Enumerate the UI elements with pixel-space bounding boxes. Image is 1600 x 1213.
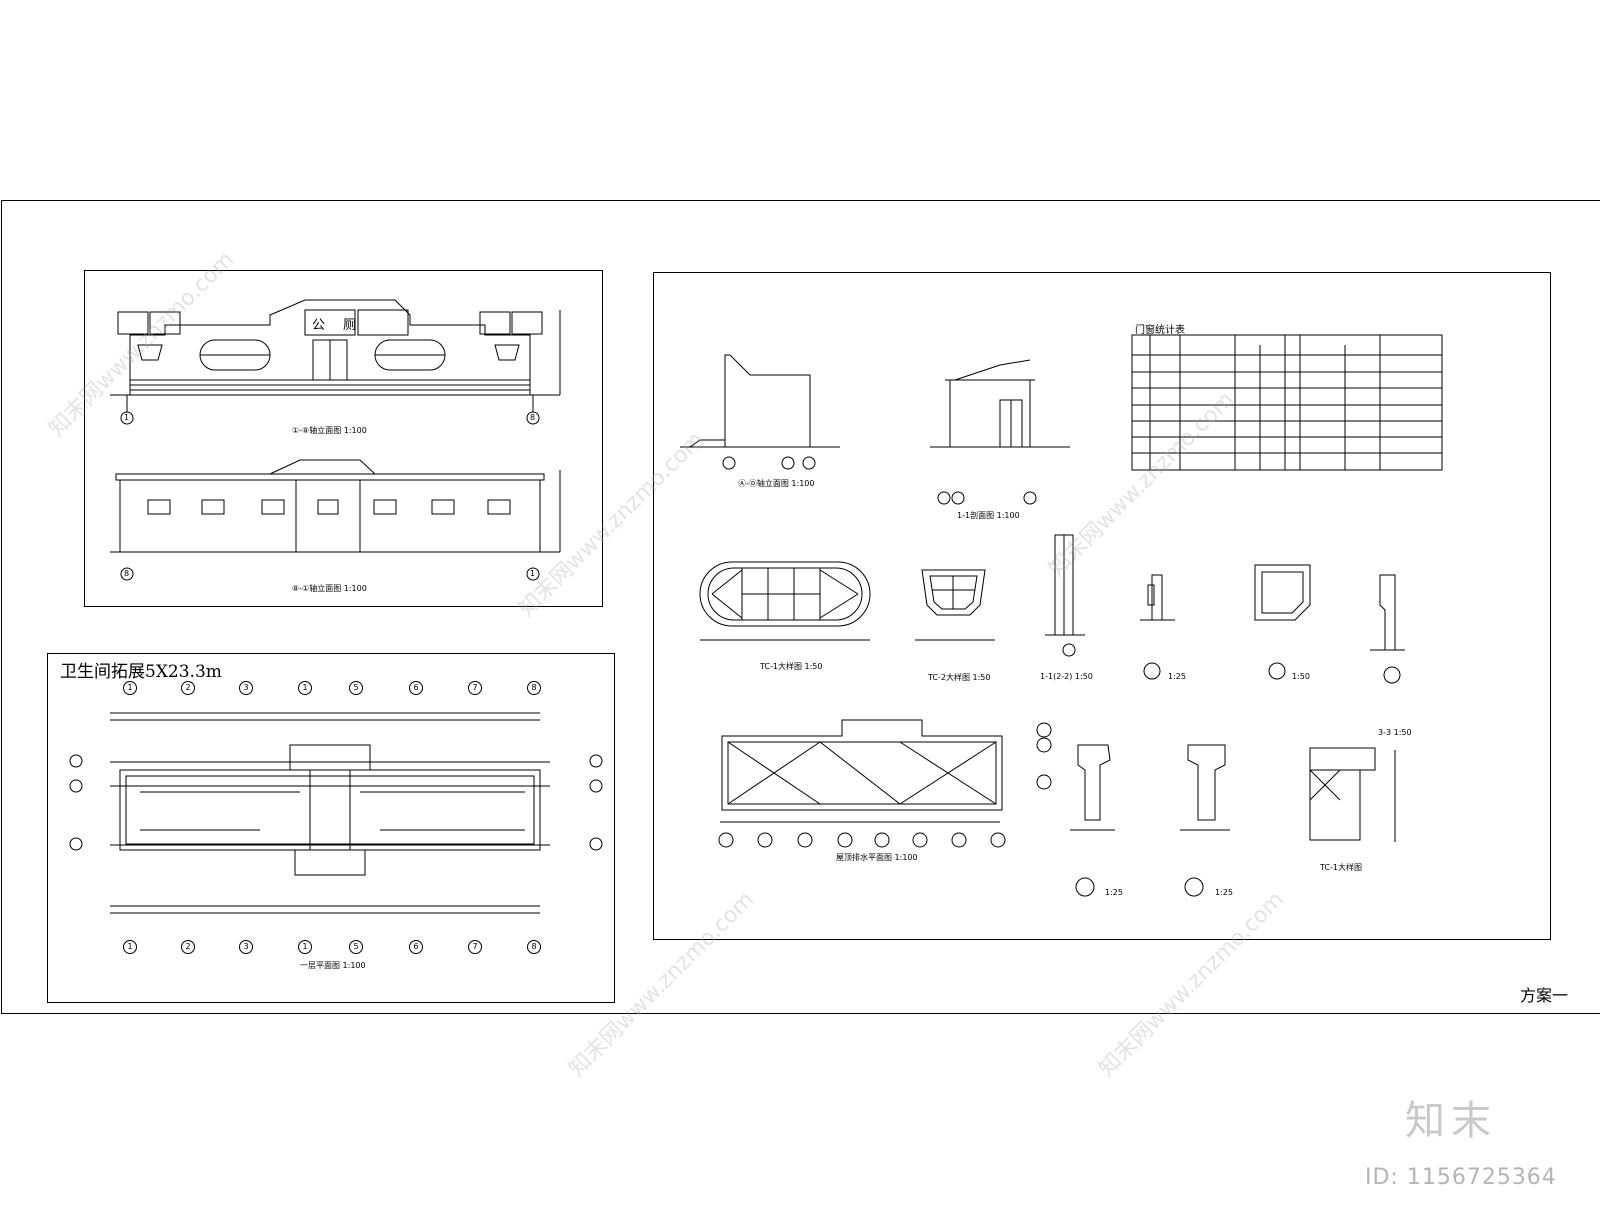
plan-grid-8-top: 8 — [527, 681, 541, 695]
caption-eave-detail-1: 1:25 — [1105, 888, 1123, 897]
detail-3 — [1140, 574, 1175, 680]
toilet-sign-char-1: 公 — [312, 318, 326, 333]
caption-detail-1: 1:50 — [1292, 672, 1310, 681]
section-detail-2-2 — [1045, 534, 1085, 657]
plan-grid-2-bottom: 2 — [181, 940, 195, 954]
caption-front-elevation: ①-⑧轴立面图 1:100 — [292, 426, 367, 435]
details-panel — [653, 272, 1551, 940]
plan-grid-4-bottom: 1 — [298, 940, 312, 954]
scheme-label: 方案一 — [1520, 986, 1569, 1005]
plan-grid-7-bottom: 7 — [468, 940, 482, 954]
plan-grid-6-top: 6 — [409, 681, 423, 695]
floor-plan — [69, 712, 603, 914]
brand-logo: 知末 — [1405, 1098, 1497, 1144]
caption-floor-plan: 一层平面图 1:100 — [300, 961, 366, 970]
grid-label-1-back: 1 — [530, 569, 536, 578]
drawing-frame — [1, 200, 1600, 1014]
caption-detail-3: 1:25 — [1168, 672, 1186, 681]
plan-grid-3-top: 3 — [239, 681, 253, 695]
roof-drainage-plan — [718, 719, 1052, 848]
plan-grid-8-bottom: 8 — [527, 940, 541, 954]
plan-title: 卫生间拓展5X23.3m — [60, 662, 222, 682]
window-tc2 — [915, 569, 995, 641]
caption-back-elevation: ⑧-①轴立面图 1:100 — [292, 584, 367, 593]
image-id: ID: 1156725364 — [1365, 1165, 1557, 1190]
plan-grid-2-top: 2 — [181, 681, 195, 695]
toilet-sign-char-2: 厕 — [343, 318, 357, 333]
caption-section-2-2: 1-1(2-2) 1:50 — [1040, 672, 1093, 681]
caption-eave-detail-2: 1:25 — [1215, 888, 1233, 897]
caption-side-elevation: Ⓐ-Ⓓ轴立面图 1:100 — [738, 479, 815, 488]
caption-roof-plan: 屋顶排水平面图 1:100 — [836, 853, 918, 862]
eave-details — [1070, 744, 1230, 897]
caption-detail-3-3: 3-3 1:50 — [1378, 728, 1412, 737]
caption-section: 1-1剖面图 1:100 — [957, 511, 1020, 520]
caption-window-tc2: TC-2大样图 1:50 — [928, 673, 991, 682]
grid-label-8-front: 8 — [530, 413, 536, 422]
plan-grid-7-top: 7 — [468, 681, 482, 695]
caption-window-tc1: TC-1大样图 1:50 — [760, 662, 823, 671]
plan-grid-5-bottom: 5 — [349, 940, 363, 954]
plan-grid-3-bottom: 3 — [239, 940, 253, 954]
back-elevation — [110, 459, 561, 581]
section-1-1 — [930, 359, 1070, 505]
caption-tc1-big: TC-1大样图 — [1320, 863, 1362, 872]
floor-plan-panel — [47, 653, 615, 1003]
grid-label-8-back: 8 — [124, 569, 130, 578]
plan-grid-1-bottom: 1 — [123, 940, 137, 954]
plan-grid-5-top: 5 — [349, 681, 363, 695]
detail-1 — [1254, 564, 1311, 680]
plan-grid-6-bottom: 6 — [409, 940, 423, 954]
grid-label-1-front: 1 — [124, 413, 130, 422]
caption-door-window-table: 门窗统计表 — [1135, 325, 1185, 336]
elevations-panel — [84, 270, 603, 607]
detail-3-3 — [1370, 574, 1405, 684]
plan-grid-1-top: 1 — [123, 681, 137, 695]
tc1-big-detail — [1309, 747, 1396, 842]
window-tc1 — [699, 561, 871, 641]
plan-grid-4-top: 1 — [298, 681, 312, 695]
door-window-table — [1131, 334, 1443, 471]
front-elevation — [110, 299, 561, 425]
side-elevation — [680, 354, 840, 470]
